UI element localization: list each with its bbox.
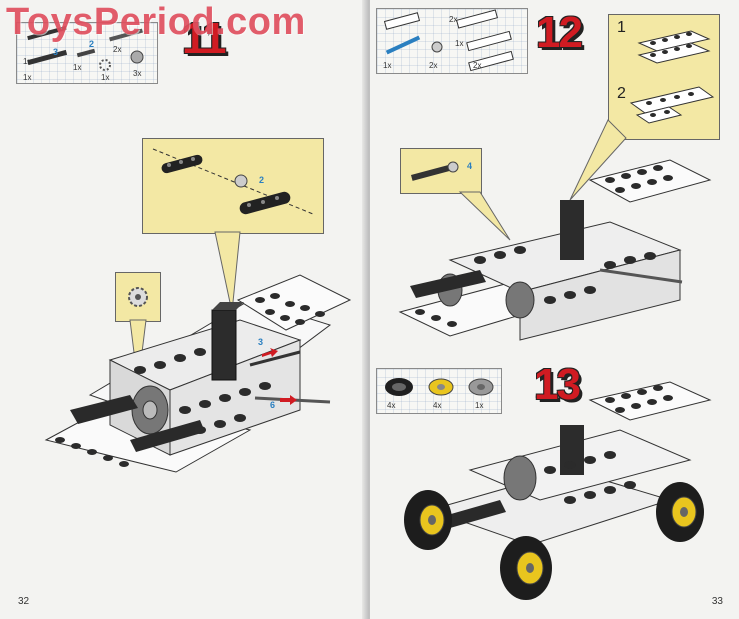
parts-illustration — [383, 9, 514, 72]
callout-number: 3 — [53, 47, 59, 57]
callout-number: 4 — [467, 161, 473, 171]
qty-label: 2x — [113, 45, 122, 54]
model-assembly-illustration — [44, 231, 352, 473]
parts-list-step-11: 1x 1x 1x 2x 1x 3x 3 2 — [16, 22, 158, 84]
callout-number: 3 — [258, 337, 264, 347]
qty-label: 2x — [473, 61, 482, 70]
axle-pin-illustration — [411, 161, 459, 181]
wheel-front-right — [500, 536, 552, 600]
qty-label: 1x — [23, 73, 32, 82]
axle-callout: 4 — [400, 148, 482, 194]
qty-label: 3x — [133, 69, 142, 78]
model-assembly-step-12 — [398, 119, 712, 341]
left-page: 1x 1x 1x 2x 1x 3x 3 2 11 2 — [0, 0, 369, 619]
wheel-parts-illustration — [385, 378, 494, 396]
wheel-rear-right — [656, 482, 704, 542]
parts-illustration — [27, 25, 144, 71]
parts-list-step-12: 2x 1x 2x 1x 2x — [376, 8, 528, 74]
parts-list-step-13: 4x 4x 1x — [376, 368, 502, 414]
callout-number: 2 — [89, 39, 95, 49]
watermark-text: ToysPeriod.com — [6, 1, 306, 43]
qty-label: 4x — [433, 401, 442, 410]
step-number-13: 13 — [534, 360, 581, 409]
gear-icon — [128, 287, 148, 307]
axle-assembly-illustration — [152, 148, 314, 215]
subassembly-callout: 2 — [142, 138, 324, 234]
qty-label: 1x — [475, 401, 484, 410]
wheel-front-left — [404, 490, 452, 550]
plate-assembly-illustration — [629, 30, 715, 124]
model-assembly-step-13 — [404, 381, 712, 600]
substeps-callout: 1 2 — [608, 14, 720, 140]
step-number-11: 11 — [182, 14, 226, 63]
qty-label: 4x — [387, 401, 396, 410]
qty-label: 1x — [101, 73, 110, 82]
qty-label: 1x — [73, 63, 82, 72]
qty-label: 1x — [455, 39, 464, 48]
page-number: 33 — [711, 596, 723, 607]
qty-label: 2x — [429, 61, 438, 70]
substep-number: 1 — [617, 19, 626, 36]
callout-number: 6 — [270, 400, 276, 410]
qty-label: 1x — [383, 61, 392, 70]
substep-number: 2 — [617, 85, 626, 102]
right-page: 2x 1x 2x 1x 2x 12 1 2 — [370, 0, 739, 619]
callout-number: 2 — [259, 175, 265, 185]
qty-label: 1x — [23, 57, 32, 66]
step-number-12: 12 — [536, 8, 583, 57]
qty-label: 2x — [449, 15, 458, 24]
page-number: 32 — [18, 596, 30, 607]
